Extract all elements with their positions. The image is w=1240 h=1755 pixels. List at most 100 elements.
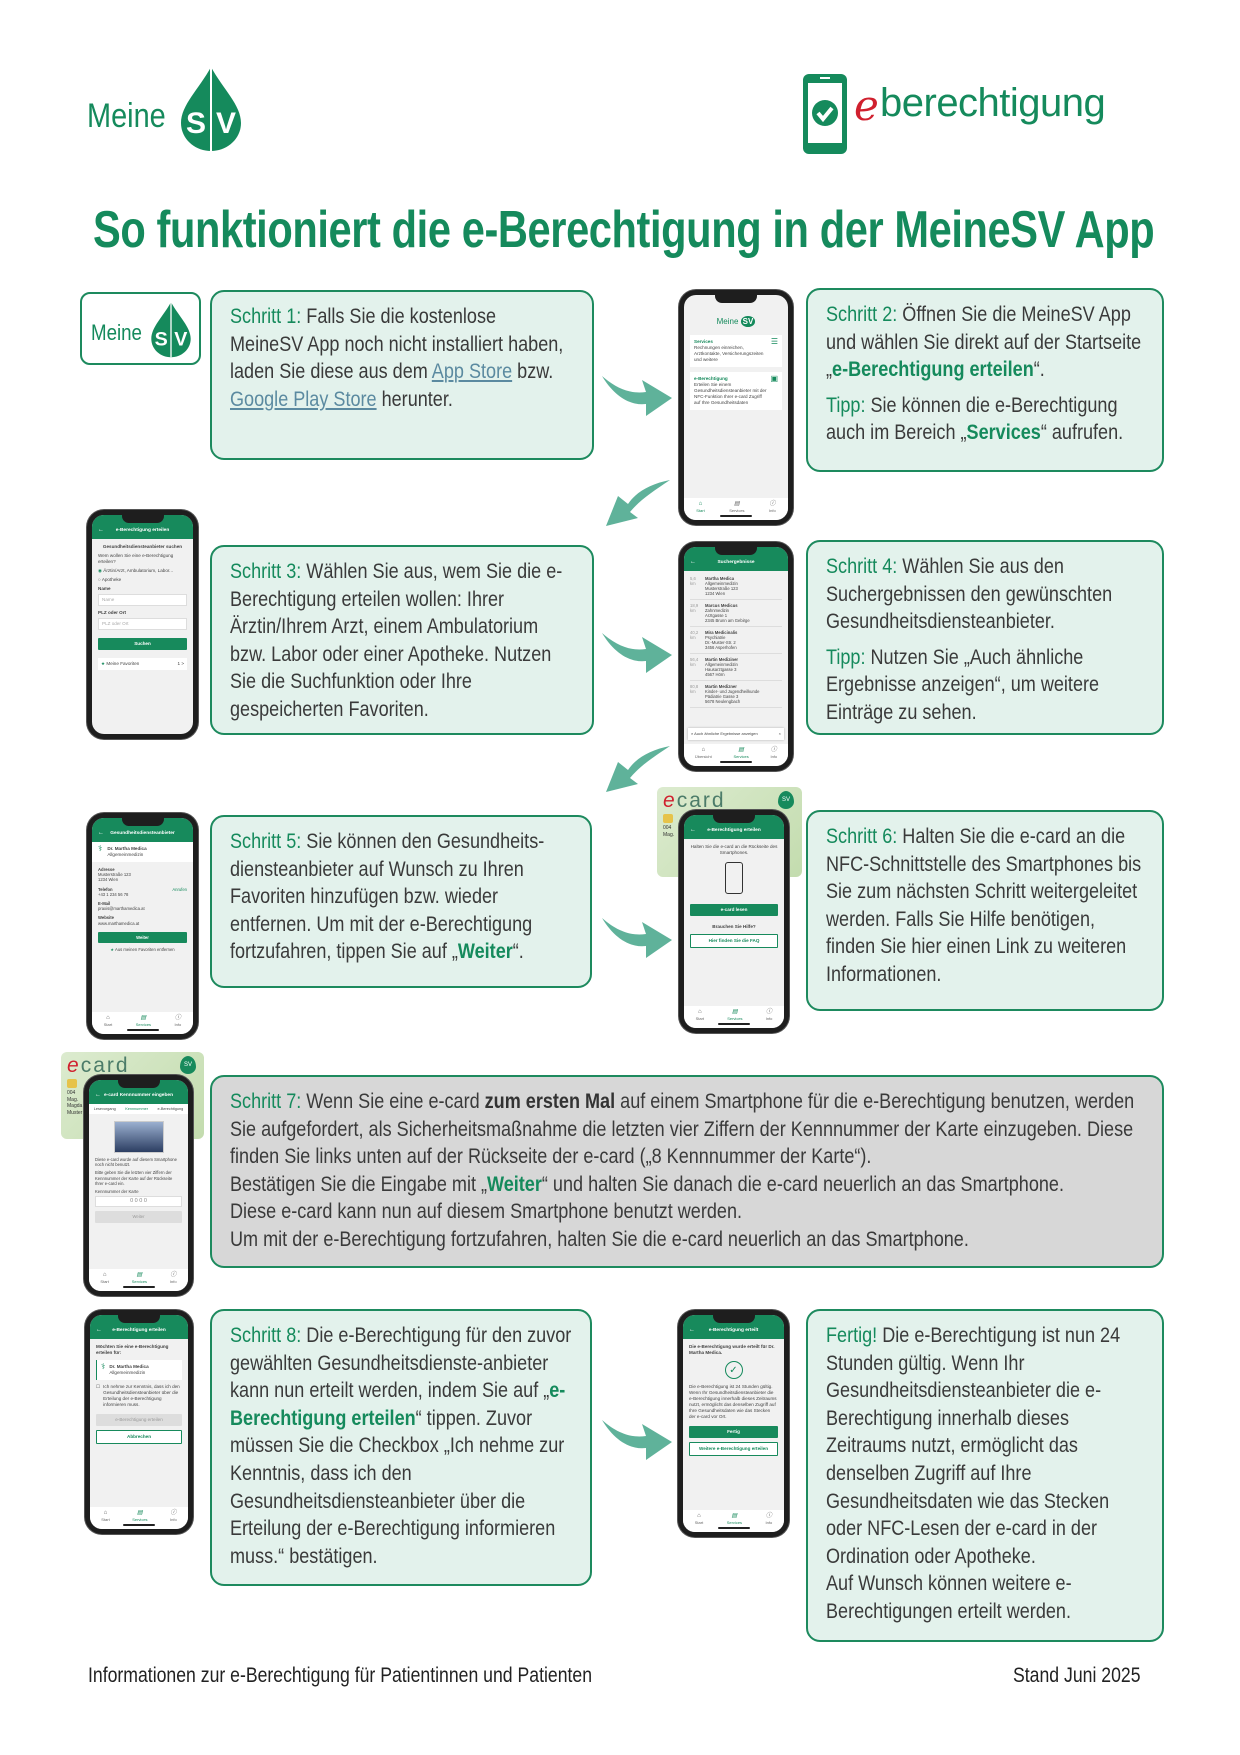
nav-start[interactable]: ⌂Start — [696, 1009, 704, 1028]
result-spec: Allgemeinmedizin — [705, 581, 738, 586]
provider-spec: Allgemeinmedizin — [109, 1370, 146, 1375]
nav-services[interactable]: ▤Services — [727, 1513, 742, 1532]
nav-overview[interactable]: ⌂Übersicht — [695, 747, 712, 766]
field-label: Telefon — [98, 886, 113, 892]
result-name: Martin Mediziner — [705, 657, 739, 662]
result-name: Marcus Medicus — [705, 603, 738, 608]
instruction: Halten Sie die e-card an die Rückseite d… — [690, 844, 778, 855]
back-arrow-icon[interactable]: ← — [689, 1327, 695, 1333]
cancel-button[interactable]: Abbrechen — [96, 1430, 182, 1444]
faq-button[interactable]: Hier finden Sie die FAQ — [690, 934, 778, 948]
phone-done-screen: ←e-Berechtigung erteilt Die e-Berechtigu… — [678, 1310, 789, 1537]
step-label: Schritt 1: — [230, 304, 302, 328]
email-link[interactable]: praxis@marthamedica.at — [98, 906, 145, 912]
nav-start[interactable]: ⌂Start — [104, 1015, 112, 1034]
back-arrow-icon[interactable]: ← — [690, 559, 696, 565]
step-3-box: Schritt 3: Wählen Sie aus, wem Sie die e… — [210, 545, 594, 735]
nav-services[interactable]: ▤Services — [727, 1009, 742, 1028]
radio-pharmacy[interactable]: ○ Apotheke — [98, 577, 187, 583]
weiter-button[interactable]: Weiter — [98, 931, 187, 944]
nav-start[interactable]: ⌂Start — [101, 1510, 109, 1529]
grant-button[interactable]: e-Berechtigung erteilen — [96, 1414, 182, 1426]
back-arrow-icon[interactable]: ← — [96, 1327, 102, 1333]
step-label: Schritt 7: — [230, 1089, 302, 1113]
read-ecard-button[interactable]: e-card lesen — [690, 904, 778, 916]
nav-label: Start — [101, 1517, 110, 1522]
pin-input[interactable]: 0 0 0 0 — [95, 1196, 182, 1208]
step-2-box: Schritt 2: Öffnen Sie die MeineSV App un… — [806, 288, 1164, 472]
tip-label: Tipp: — [826, 644, 866, 669]
ecard-text: Mag. — [67, 1096, 79, 1103]
nav-label: Start — [103, 1022, 113, 1027]
plz-input[interactable]: PLZ oder Ort — [98, 618, 187, 630]
nav-services[interactable]: ▤Services — [136, 1015, 151, 1034]
weiter-button[interactable]: Weiter — [95, 1211, 182, 1223]
nav-start[interactable]: ⌂Start — [696, 501, 704, 520]
grant-another-button[interactable]: Weitere e-Berechtigung erteilen — [689, 1442, 778, 1456]
radio-icon: ○ — [98, 577, 101, 582]
similar-label: Auch ähnliche Ergebnisse anzeigen — [694, 731, 758, 736]
back-arrow-icon[interactable]: ← — [98, 527, 104, 533]
list-icon: ☰ — [770, 337, 778, 346]
app-store-link[interactable]: App Store — [431, 359, 513, 384]
step-text: “ und halten Sie danach die e-card neuer… — [541, 1171, 1064, 1196]
nav-label: Info — [169, 1279, 177, 1284]
arrow-down-left-icon — [606, 746, 670, 792]
logo-text: berechtigung — [880, 81, 1106, 125]
step-text: Die e-Berechtigung ist nun 24 Stunden gü… — [826, 1323, 1121, 1568]
back-arrow-icon[interactable]: ← — [690, 827, 696, 833]
nav-services[interactable]: ▤Services — [132, 1272, 147, 1291]
back-arrow-icon[interactable]: ← — [95, 1092, 101, 1098]
step-text: Sie können den Gesundheits-diensteanbiet… — [230, 829, 545, 964]
call-link[interactable]: Anrufen — [172, 886, 187, 892]
provider-spec: Allgemeinmedizin — [107, 852, 144, 857]
nav-start[interactable]: ⌂Start — [695, 1513, 703, 1532]
address-line: 1234 Wien — [98, 877, 119, 883]
done-button[interactable]: Fertig — [689, 1426, 778, 1438]
website-link[interactable]: www.marthamedica.at — [98, 920, 140, 926]
name-input[interactable]: Name — [98, 594, 187, 606]
info-icon: ⓘ — [769, 501, 776, 507]
radio-doctor[interactable]: ◉ Ärztin/Arzt, Ambulatorium, Labor... — [98, 568, 187, 574]
google-play-link[interactable]: Google Play Store — [230, 386, 377, 411]
info-icon: ⓘ — [174, 1015, 181, 1021]
remove-favorite-button[interactable]: ★ Aus meinen Favoriten entfernen — [98, 947, 187, 952]
nav-label: Start — [100, 1279, 109, 1284]
sv-logo: SV — [180, 1056, 196, 1074]
nav-services[interactable]: ▤Services — [132, 1510, 147, 1529]
result-city: 2345 Brunn am Gebirge — [705, 618, 750, 623]
search-icon: ⌕ — [691, 731, 694, 736]
logo-text: Meine — [87, 97, 166, 135]
sv-drop-icon: S V — [181, 67, 241, 151]
ecard-back-image — [113, 1121, 164, 1153]
nav-services[interactable]: ▤Services — [729, 501, 744, 520]
nav-services[interactable]: ▤Services — [733, 747, 748, 766]
logo-text: Meine — [91, 320, 142, 345]
nav-label: Services — [729, 508, 745, 513]
nav-start[interactable]: ⌂Start — [100, 1272, 108, 1291]
close-icon[interactable]: × — [778, 731, 781, 736]
star-icon: ★ — [110, 947, 115, 953]
acknowledge-checkbox[interactable]: ☐Ich nehme zur Kenntnis, dass ich den Ge… — [96, 1384, 182, 1408]
check-circle-icon: ✓ — [724, 1361, 743, 1379]
similar-results-toggle[interactable]: ⌕ Auch ähnliche Ergebnisse anzeigen × — [688, 728, 784, 740]
search-button[interactable]: Suchen — [98, 638, 187, 650]
arrow-right-icon — [602, 376, 672, 416]
back-arrow-icon[interactable]: ← — [98, 830, 104, 836]
